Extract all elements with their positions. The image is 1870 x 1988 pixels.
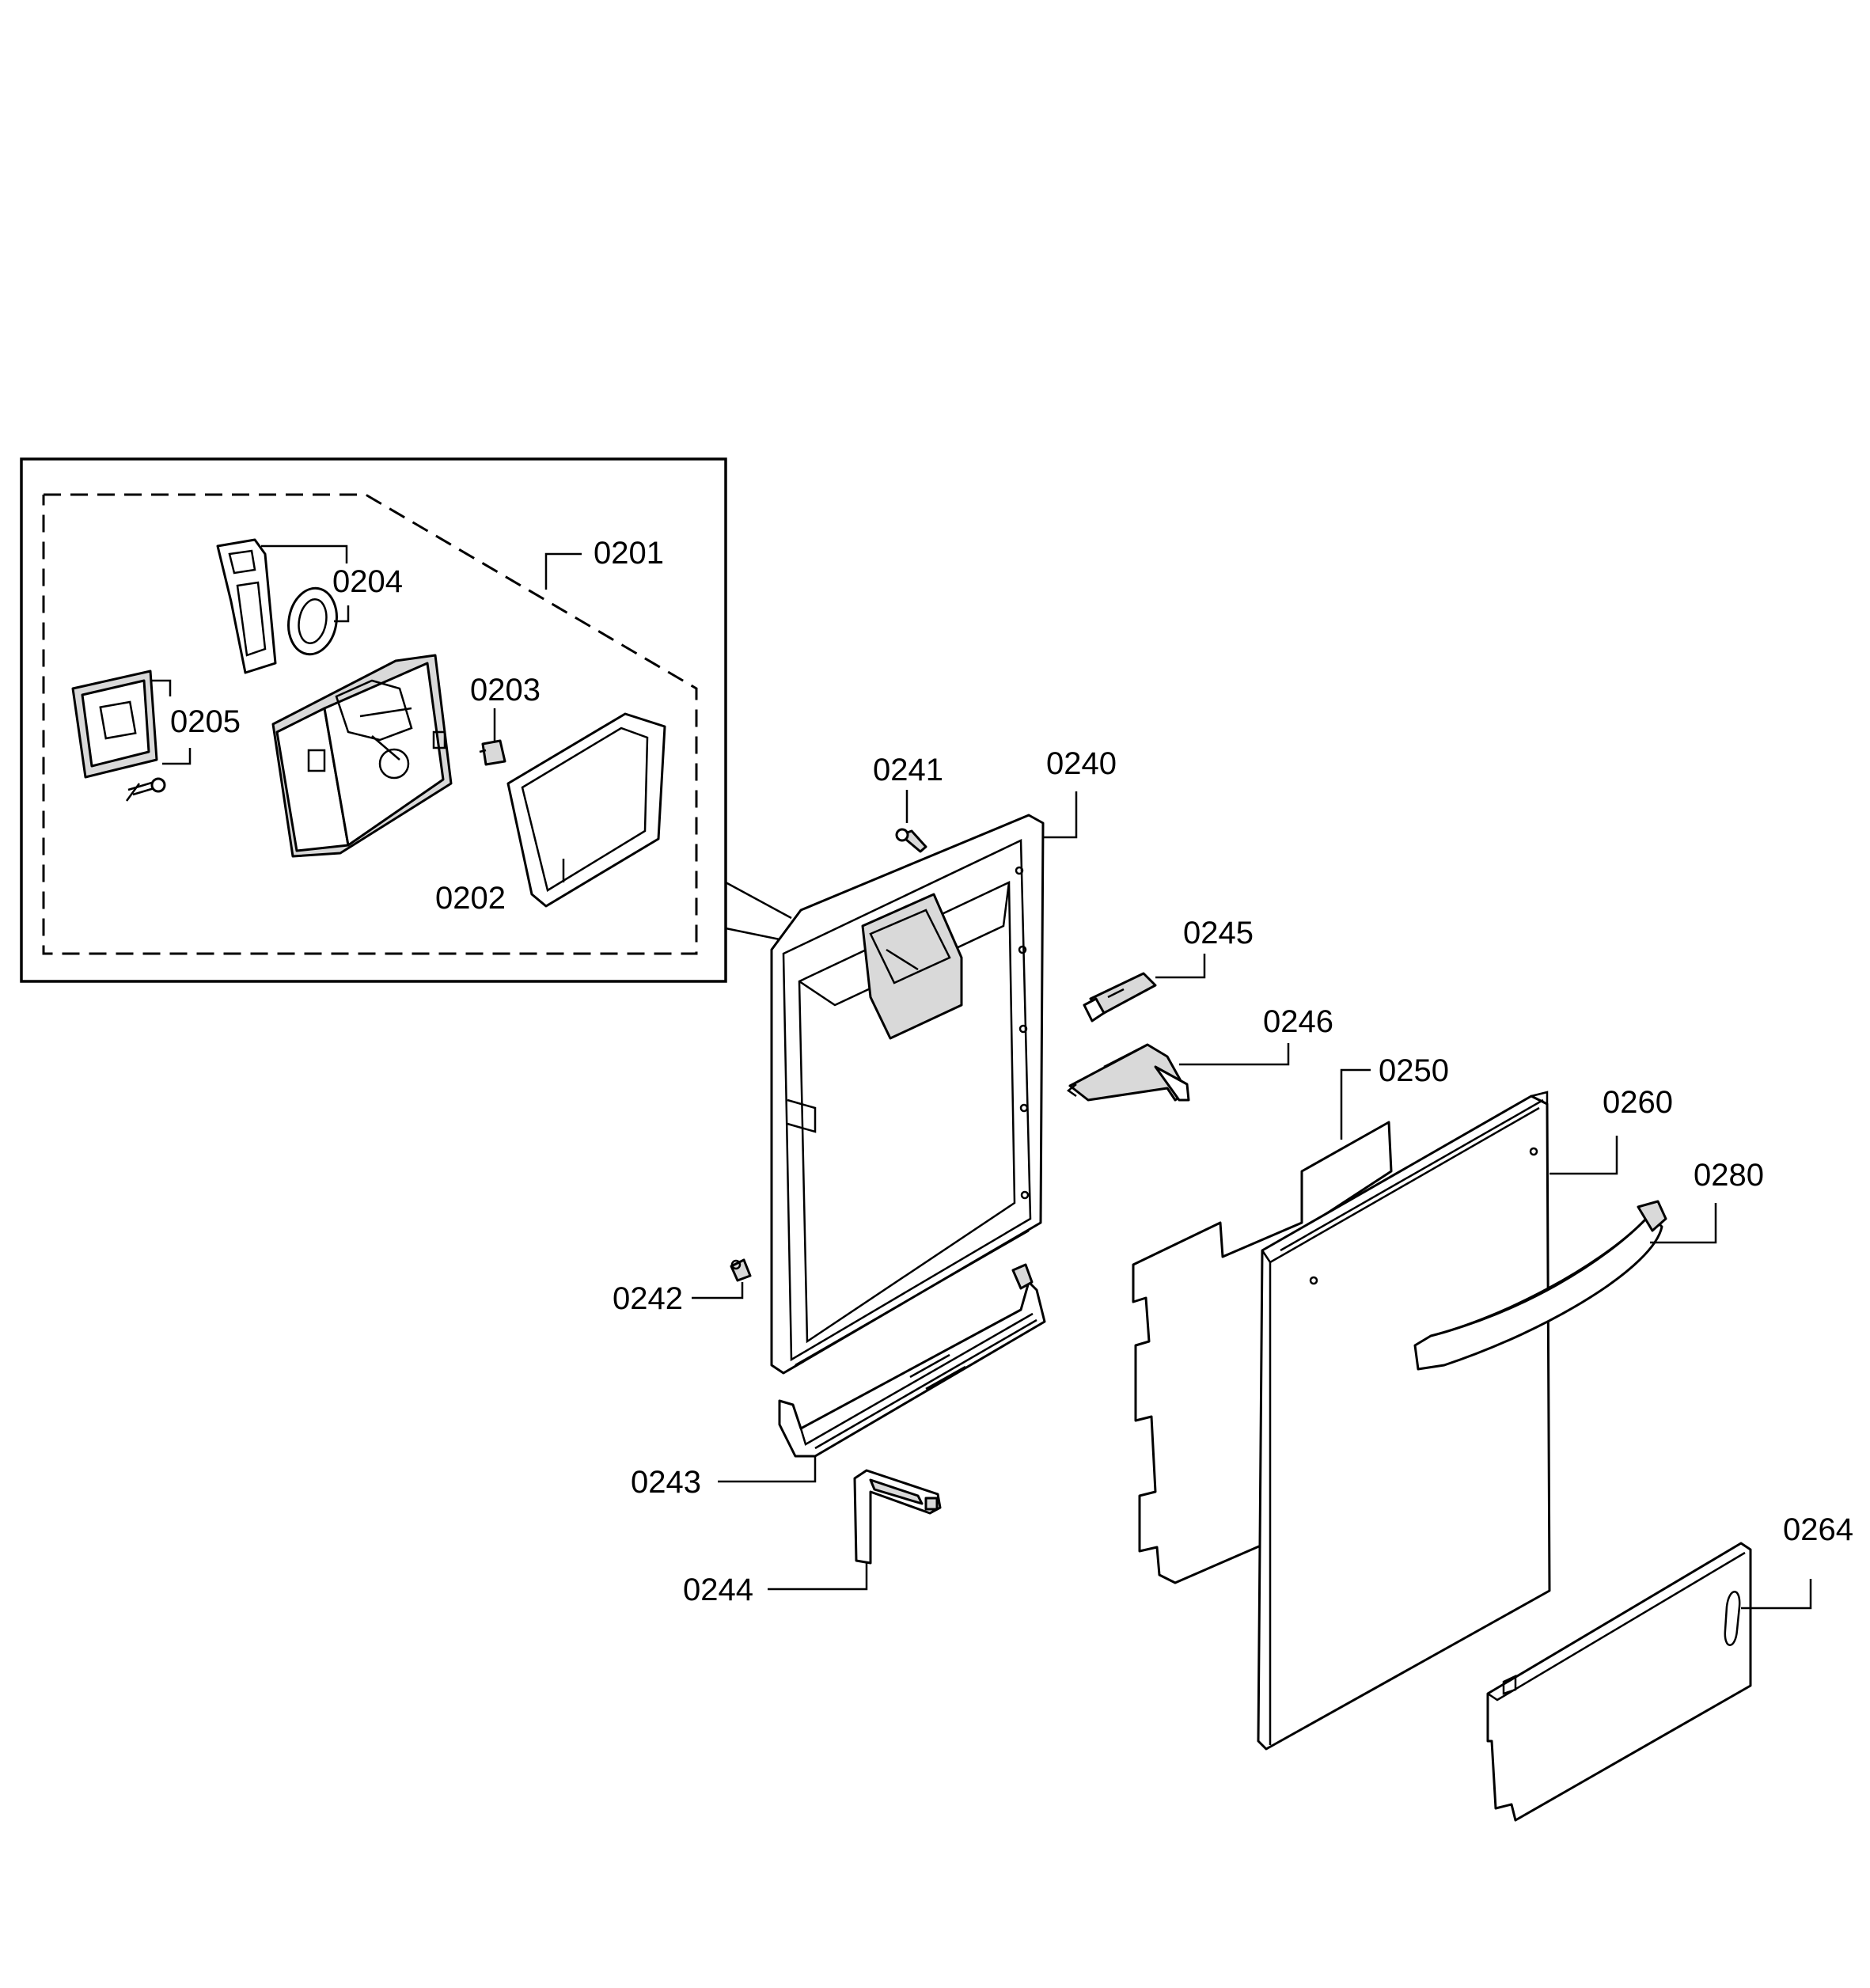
part-0243-bottom-rail: [778, 1263, 1046, 1458]
part-0245-latch: [1083, 972, 1157, 1022]
part-0240-door-liner: [770, 814, 1045, 1375]
part-0242-clip: [730, 1258, 752, 1282]
leader-0204-a: [261, 544, 348, 563]
label-0240: 0240: [1046, 746, 1117, 781]
label-0203: 0203: [470, 673, 541, 708]
leader-0205-b: [162, 748, 192, 765]
leader-0242: [692, 1282, 744, 1299]
leader-0244: [768, 1563, 868, 1591]
label-0245: 0245: [1183, 916, 1254, 950]
inset-connector-lower: [725, 927, 784, 942]
label-0241: 0241: [873, 753, 943, 787]
label-0201: 0201: [594, 536, 664, 571]
leader-0280: [1650, 1203, 1717, 1244]
leader-0264: [1741, 1579, 1812, 1610]
leader-0243: [718, 1456, 817, 1483]
leader-0260: [1549, 1136, 1618, 1175]
part-0260-outer-panel: [1257, 1091, 1551, 1751]
inset-dashed-boundary: [42, 493, 698, 955]
part-0204-seal: [287, 586, 338, 656]
part-0203-clip: [479, 739, 506, 766]
leader-0250: [1340, 1068, 1371, 1140]
part-0244-hinge: [853, 1469, 942, 1565]
part-0264-toe-panel: [1486, 1542, 1752, 1822]
part-0246-latch-bracket: [1066, 1043, 1190, 1102]
label-0242: 0242: [613, 1281, 683, 1316]
label-0204: 0204: [332, 564, 403, 599]
label-0202: 0202: [435, 881, 506, 916]
label-0250: 0250: [1379, 1053, 1449, 1088]
leader-0240: [1043, 791, 1078, 839]
part-0201-dispenser-body: [271, 654, 453, 858]
label-0244: 0244: [683, 1573, 753, 1607]
label-0260: 0260: [1603, 1085, 1673, 1120]
label-0264: 0264: [1783, 1512, 1853, 1547]
part-0205-cap: [71, 670, 166, 802]
part-0202-gasket: [506, 712, 666, 908]
leader-0201: [544, 552, 582, 590]
part-0204-lid: [216, 538, 277, 674]
label-0205: 0205: [170, 704, 241, 739]
leader-0204-b: [334, 605, 350, 623]
leader-0245: [1155, 954, 1206, 979]
label-0246: 0246: [1263, 1004, 1333, 1039]
part-0280-handle: [1413, 1200, 1667, 1371]
leader-0205-a: [150, 679, 172, 696]
leader-0246: [1179, 1043, 1290, 1066]
inset-connector-upper: [725, 881, 792, 920]
part-0241-screw: [895, 828, 927, 853]
inset-frame: [20, 457, 727, 983]
detail-inset: [20, 457, 792, 983]
label-0243: 0243: [631, 1465, 701, 1500]
label-0280: 0280: [1694, 1158, 1764, 1193]
